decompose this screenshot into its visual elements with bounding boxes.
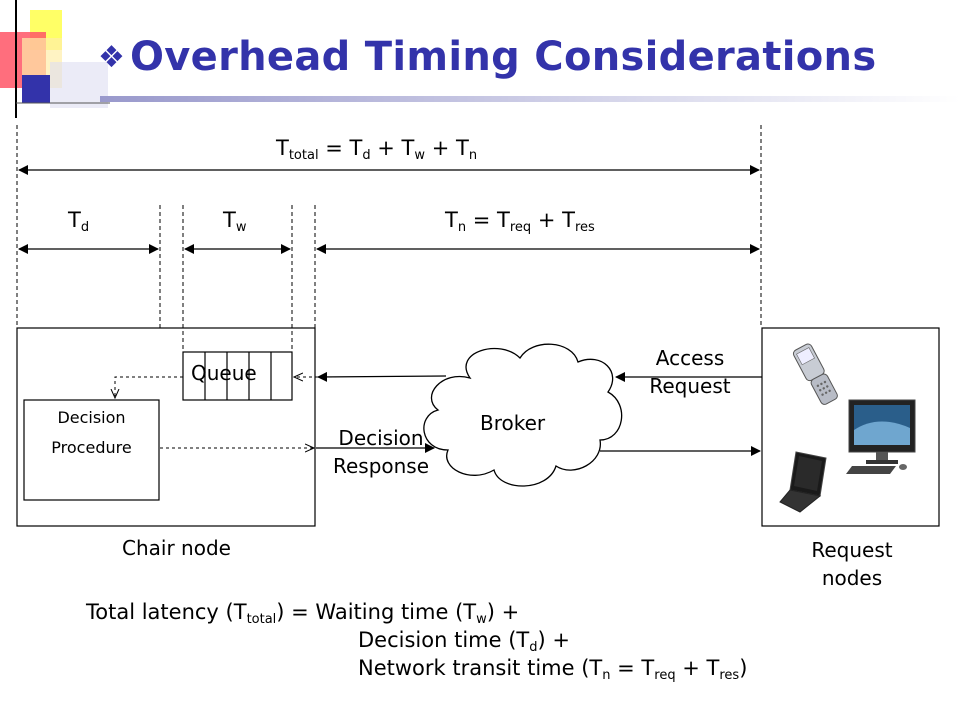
total-time-equation: Ttotal = Td + Tw + Tn <box>276 136 478 163</box>
decision-response-label: Decision Response <box>332 426 430 478</box>
queue-box <box>182 351 293 401</box>
decision-procedure-label: Decision Procedure <box>51 408 132 457</box>
decision-procedure-box <box>23 399 160 501</box>
laptop-icon <box>779 451 827 513</box>
chair-node-label: Chair node <box>122 536 231 560</box>
footer-line-2: Decision time (Td) + <box>358 628 570 655</box>
request-nodes-box <box>761 327 940 527</box>
page-title: Overhead Timing Considerations <box>130 34 877 80</box>
tw-label: Tw <box>223 208 247 235</box>
queue-to-decision-arrow <box>115 376 183 398</box>
footer-line-3: Network transit time (Tn = Treq + Tres) <box>358 656 748 683</box>
title-bullet-icon: ❖ <box>98 40 125 75</box>
chair-node-box <box>16 327 316 527</box>
queue-label: Queue <box>191 361 257 385</box>
desktop-computer-icon <box>846 399 916 474</box>
td-label: Td <box>68 208 90 235</box>
broker-label: Broker <box>480 411 546 435</box>
mobile-phone-icon <box>792 343 838 405</box>
tn-equation: Tn = Treq + Tres <box>445 208 595 235</box>
title-underline <box>100 96 960 102</box>
title-logo-squares <box>0 0 110 118</box>
request-nodes-label: Request nodes <box>811 538 893 590</box>
broker-cloud-icon <box>423 343 623 487</box>
footer-line-1: Total latency (Ttotal) = Waiting time (T… <box>86 600 520 627</box>
access-request-label: Access Request <box>649 346 731 398</box>
broker-to-chair-arrow <box>317 371 447 382</box>
